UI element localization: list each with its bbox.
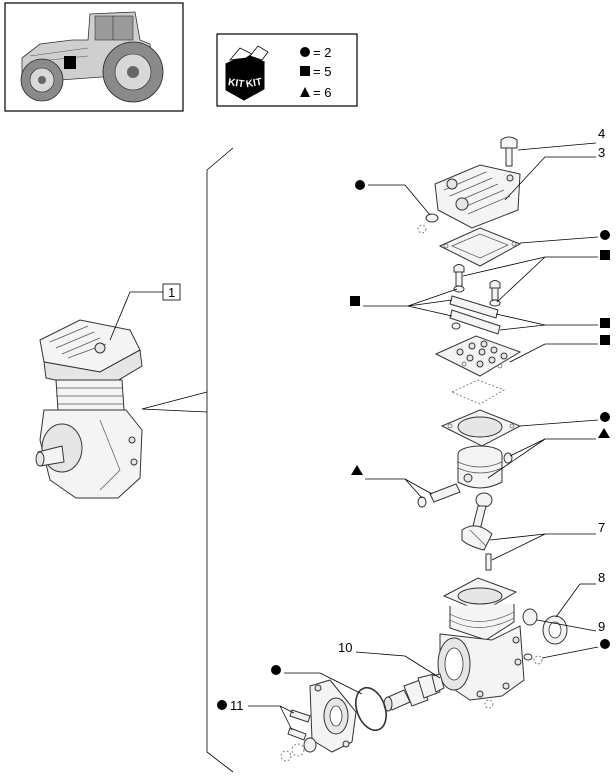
callout-label-7: 7 [598,520,605,535]
marker-circle-head-washer [355,180,365,190]
bracket-pointer-upper [141,391,208,410]
assembly-bracket [206,147,234,773]
leader-3b [504,156,546,201]
marker-square-mid-right-2 [600,335,610,345]
callout-label-10: 10 [338,640,352,655]
leader-10 [355,651,406,657]
legend-circle-icon [300,47,310,57]
head-gasket-part [438,227,522,267]
leader-piston-ring-a [509,438,546,457]
screw-part [500,136,518,167]
reed-gasket-part [451,379,505,405]
leader-square-left-a [407,288,458,307]
leader-piston-pin-a [404,478,423,499]
o-ring-part [355,686,387,732]
leader-side-washer [541,646,599,659]
leader-7b [491,533,546,561]
legend-triangle-count: = 6 [313,85,331,100]
leader-4 [517,142,597,151]
kit-word-right: KIT [245,77,263,91]
callout-label-4: 4 [598,126,605,141]
piston-pin-part [417,483,461,508]
leader-10a [404,655,441,679]
legend-circle-count: = 2 [313,45,331,60]
legend-triangle-icon [300,87,310,97]
end-cover-part [280,679,357,762]
barrel-gasket-part [440,409,522,447]
valve-plate-assembly [449,264,501,335]
marker-circle-barrel-gasket [600,412,610,422]
tractor-thumbnail [4,2,184,112]
callout-label-1: 1 [168,285,175,300]
leader-square-left-c [407,305,453,317]
callout-label-11: 11 [230,698,244,713]
cylinder-head-part [434,164,521,229]
leader-o-ring-a [319,672,363,695]
crankshaft-part [383,673,445,712]
leader-square-tr-a [496,256,546,303]
piston-part [457,445,503,489]
leader-8a [555,583,581,618]
kit-legend: KIT KIT = 2 = 5 = 6 [216,33,358,107]
legend-square-icon [300,66,310,76]
leader-piston-pin-b [404,478,433,495]
leader-1b [109,291,131,341]
leader-square-mr2-a [509,343,546,363]
marker-square-top-right [600,250,610,260]
leader-barrel-gasket [519,419,599,427]
connecting-rod-part [461,492,493,571]
callout-label-3: 3 [598,145,605,160]
leader-11a [279,705,295,714]
marker-square-left [350,296,360,306]
marker-circle-gasket [600,230,610,240]
marker-triangle-piston-pin [351,465,363,475]
kit-box-icon: KIT KIT [224,45,269,101]
valve-plate-part [434,335,522,377]
leader-7a [489,533,546,541]
seal-ring-part [542,615,568,645]
spacer-part [522,608,538,626]
leader-piston-ring-b [487,438,546,479]
marker-circle-side-washer [600,639,610,649]
marker-circle-cover-screw [217,700,227,710]
leader-11b [279,705,293,731]
leader-9 [536,619,597,632]
marker-triangle-piston-ring [598,428,610,438]
compressor-assembly [35,319,143,499]
crankcase-part [437,577,525,701]
leader-head-washer-b [404,184,431,216]
callout-label-9: 9 [598,619,605,634]
leader-square-mr1-b [499,324,546,331]
bracket-pointer-lower [141,408,208,413]
callout-label-8: 8 [598,570,605,585]
leader-square-left-b [407,299,453,307]
leader-square-mr1-a [495,313,546,326]
legend-square-count: = 5 [313,64,331,79]
leader-square-tr-b [462,256,546,277]
location-marker-square [64,56,76,69]
marker-circle-o-ring [271,665,281,675]
leader-gasket [519,236,599,244]
marker-square-mid-right-1 [600,318,610,328]
kit-word-left: KIT [227,77,244,90]
